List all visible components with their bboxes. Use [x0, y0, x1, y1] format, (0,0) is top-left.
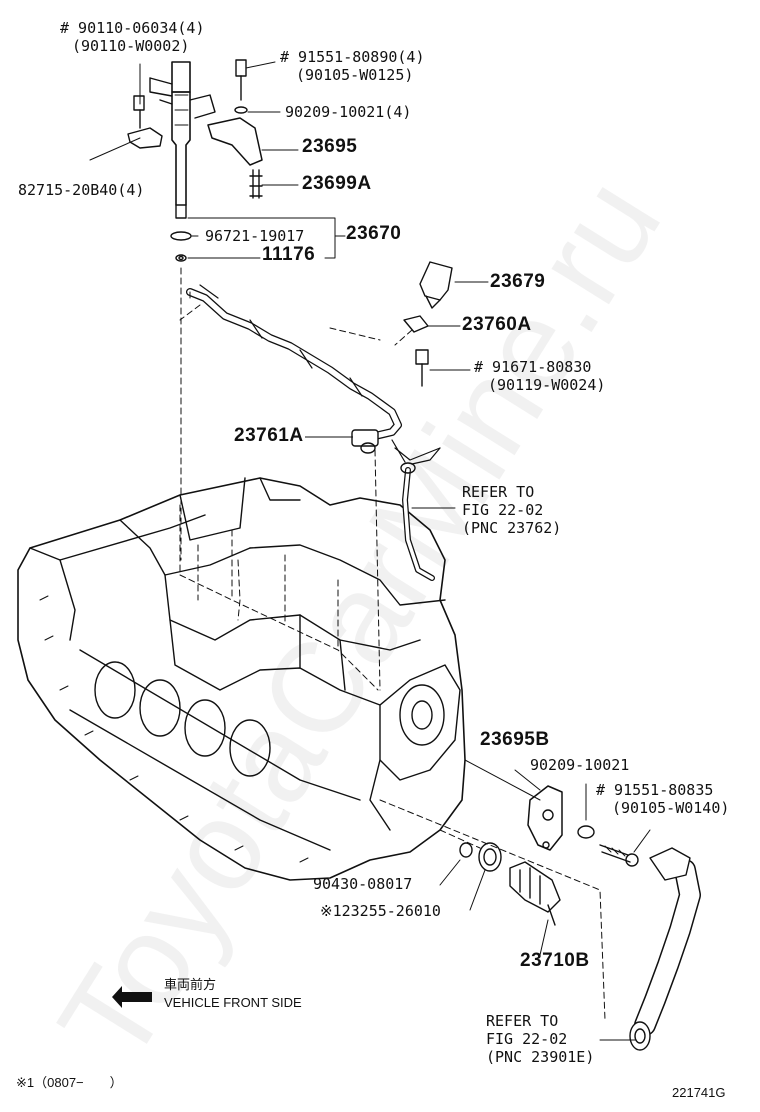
label-part-23670: 23670	[346, 223, 402, 244]
label-direction-jp: 車両前方	[164, 977, 217, 992]
label-part-23695b: 23695B	[480, 729, 550, 750]
label-part-96721-19017: 96721-19017	[205, 227, 305, 245]
injector-bracket-23695	[207, 59, 299, 199]
label-part-90110-w0002: (90110-W0002)	[72, 37, 190, 55]
injector-23670	[149, 61, 216, 561]
vehicle-front-arrow-icon	[112, 986, 152, 1008]
label-part-23679: 23679	[490, 271, 546, 292]
label-part-23760a: 23760A	[462, 314, 532, 335]
footnote: ※1（0807− ）	[16, 1075, 123, 1090]
return-pipe-23762	[391, 439, 456, 581]
alignment-line	[379, 799, 606, 1021]
label-refer-to-1: REFER TO	[462, 483, 535, 501]
label-part-90430-08017: 90430-08017	[313, 875, 413, 893]
label-fig-22-02-1: FIG 22-02	[462, 501, 544, 519]
label-part-23255-26010: ※123255-26010	[320, 902, 441, 920]
label-pnc-23901e: (PNC 23901E)	[486, 1048, 595, 1066]
figure-id: 221741G	[672, 1085, 726, 1100]
label-part-90119-w0024: (90119-W0024)	[488, 376, 606, 394]
label-part-90209-10021-4: 90209-10021(4)	[285, 103, 412, 121]
label-part-23695: 23695	[302, 136, 358, 157]
engine-block	[17, 477, 466, 881]
leader-23670-group	[187, 217, 346, 259]
label-pnc-23762: (PNC 23762)	[462, 519, 562, 537]
label-part-91551-80835: # 91551-80835	[596, 781, 714, 799]
label-direction-en: VEHICLE FRONT SIDE	[164, 995, 302, 1010]
label-part-23710b: 23710B	[520, 950, 590, 971]
label-refer-to-2: REFER TO	[486, 1012, 559, 1030]
label-fig-22-02-2: FIG 22-02	[486, 1030, 568, 1048]
label-part-90105-w0140: (90105-W0140)	[612, 799, 730, 817]
label-part-23761a: 23761A	[234, 425, 304, 446]
pressure-sensor-23679	[394, 261, 489, 461]
label-part-11176: 11176	[262, 244, 316, 265]
suction-valve-23710b	[509, 861, 561, 956]
bolt-91551-80835	[599, 829, 651, 867]
pump-bracket-23695b	[464, 759, 595, 851]
injection-pipe-23761a	[179, 284, 413, 691]
label-part-91551-80890: # 91551-80890(4)	[280, 48, 425, 66]
fuel-hose-23901e	[599, 847, 701, 1051]
leader-23761a	[305, 436, 353, 438]
gasket-90430-oring-23255	[439, 842, 502, 911]
label-part-90110-06034: # 90110-06034(4)	[60, 19, 205, 37]
label-part-90105-w0125: (90105-W0125)	[296, 66, 414, 84]
injector-clamp-82715	[89, 95, 163, 161]
label-part-90209-10021: 90209-10021	[530, 756, 630, 774]
alignment-line	[439, 829, 481, 849]
label-part-82715-20b40: 82715-20B40(4)	[18, 181, 145, 199]
label-part-23699a: 23699A	[302, 173, 372, 194]
label-part-91671-80830: # 91671-80830	[474, 358, 592, 376]
